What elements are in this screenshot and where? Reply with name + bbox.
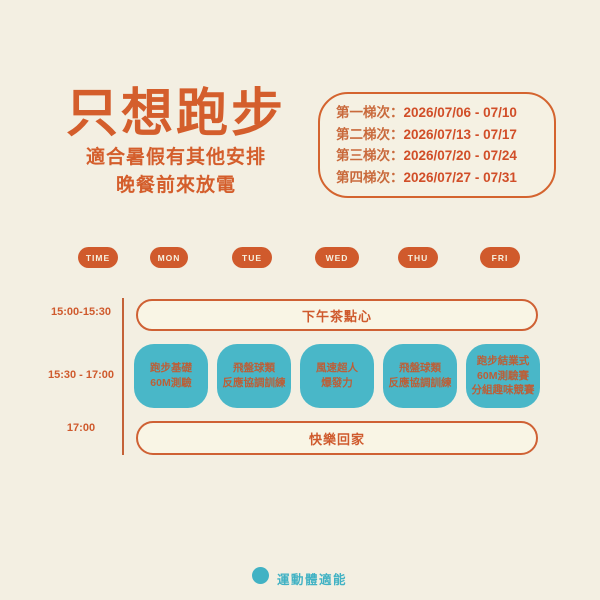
time-slot-3: 17:00 <box>66 422 96 434</box>
activity-line: 跑步基礎 <box>150 362 192 375</box>
home-row-pill: 快樂回家 <box>136 421 538 455</box>
session-label: 第四梯次： <box>336 169 404 185</box>
session-label: 第一梯次： <box>336 105 404 120</box>
session-label: 第二梯次： <box>336 126 404 142</box>
activity-line: 60M測驗 <box>150 377 192 389</box>
day-header-time: TIME <box>78 247 118 268</box>
activity-line: 60M測驗賽 <box>477 369 529 382</box>
day-header-tue: TUE <box>232 247 272 268</box>
brand-dot-icon <box>252 567 269 584</box>
activity-line: 分組趣味競賽 <box>471 384 535 397</box>
day-header-mon: MON <box>150 247 188 268</box>
title-block: 只想跑步 適合暑假有其他安排 晚餐前來放電 <box>52 85 300 199</box>
session-row-4: 第四梯次：2026/07/27 - 07/31 <box>336 167 554 189</box>
session-dates: 2026/07/13 - 07/17 <box>403 126 517 142</box>
day-header-fri: FRI <box>480 247 520 268</box>
session-label: 第三梯次： <box>336 148 404 163</box>
activity-wed: 風速超人 爆發力 <box>300 344 374 408</box>
session-dates: 2026/07/06 - 07/10 <box>403 105 517 120</box>
activity-line: 跑步結業式 <box>476 354 530 367</box>
activity-line: 反應協調訓練 <box>222 377 286 389</box>
activity-line: 反應協調訓練 <box>388 377 452 389</box>
day-header-thu: THU <box>398 247 438 268</box>
brand-label: 運動體適能 <box>277 573 348 587</box>
time-slot-1: 15:00-15:30 <box>51 306 111 318</box>
activity-line: 飛盤球類 <box>399 362 441 375</box>
activity-mon: 跑步基礎 60M測驗 <box>134 344 208 408</box>
activity-thu: 飛盤球類 反應協調訓練 <box>383 344 457 408</box>
day-header-wed: WED <box>315 247 359 268</box>
session-row-2: 第二梯次：2026/07/13 - 07/17 <box>336 124 554 146</box>
snack-row-pill: 下午茶點心 <box>136 299 538 331</box>
session-dates-box: 第一梯次：2026/07/06 - 07/10 第二梯次：2026/07/13 … <box>318 92 556 198</box>
session-dates: 2026/07/20 - 07/24 <box>403 148 517 163</box>
schedule-divider-line <box>122 298 124 455</box>
poster-subtitle-line2: 晚餐前來放電 <box>115 175 236 197</box>
activity-tue: 飛盤球類 反應協調訓練 <box>217 344 291 408</box>
poster-subtitle-line1: 適合暑假有其他安排 <box>85 147 266 169</box>
session-row-3: 第三梯次：2026/07/20 - 07/24 <box>336 145 554 167</box>
activity-line: 飛盤球類 <box>233 362 275 375</box>
activity-fri: 跑步結業式 60M測驗賽 分組趣味競賽 <box>466 344 540 408</box>
session-dates: 2026/07/27 - 07/31 <box>403 169 517 185</box>
poster-title: 只想跑步 <box>65 85 286 143</box>
session-row-1: 第一梯次：2026/07/06 - 07/10 <box>336 102 554 124</box>
activity-line: 風速超人 <box>316 362 358 375</box>
activity-line: 爆發力 <box>321 377 353 389</box>
time-slot-2: 15:30 - 17:00 <box>47 369 115 381</box>
